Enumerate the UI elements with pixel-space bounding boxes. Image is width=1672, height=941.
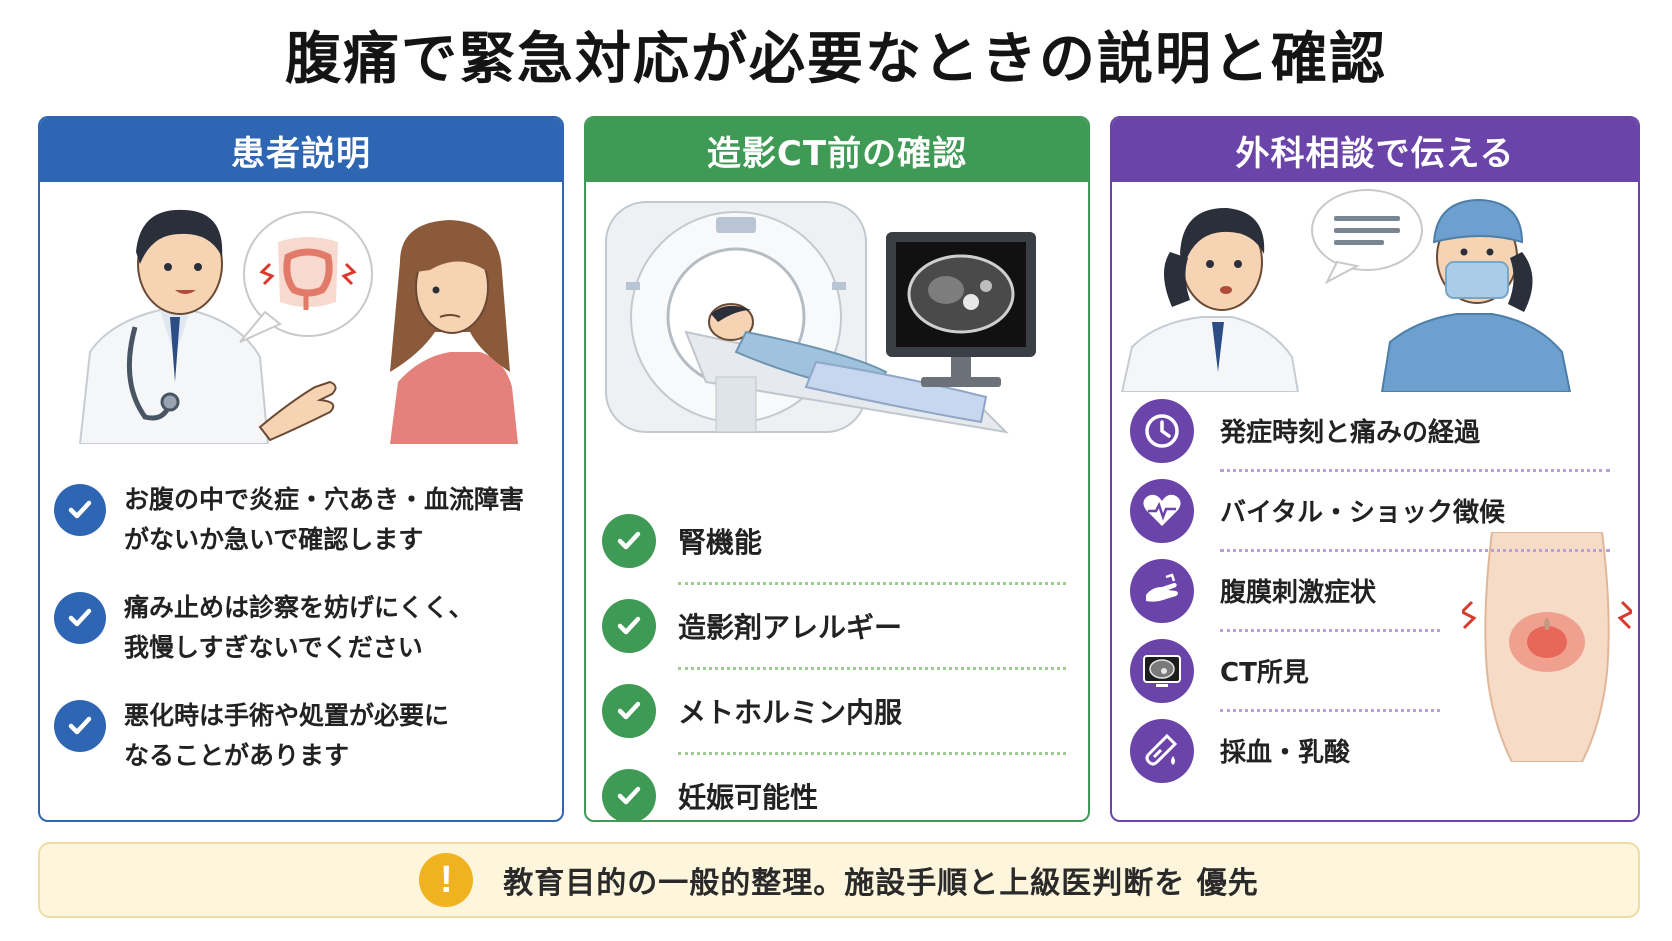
- check-icon: [54, 484, 106, 536]
- divider: [678, 582, 1066, 585]
- list-item: 造影剤アレルギー: [602, 585, 1066, 667]
- phone-consult-illustration: [1120, 189, 1572, 392]
- divider: [1220, 469, 1610, 472]
- panel-ct-check: 造影CT前の確認: [584, 116, 1090, 822]
- panel-patient-explanation: 患者説明: [38, 116, 564, 822]
- check-icon: [54, 592, 106, 644]
- item-label: 妊娠可能性: [678, 781, 819, 814]
- heart-pulse-icon: [1130, 478, 1194, 543]
- doctor-patient-illustration: [78, 209, 518, 444]
- page-title: 腹痛で緊急対応が必要なときの説明と確認: [285, 27, 1387, 92]
- check-icon: [54, 700, 106, 752]
- check-icon: [602, 599, 656, 653]
- list-item: 妊娠可能性: [602, 755, 1066, 820]
- list-item: メトホルミン内服: [602, 670, 1066, 752]
- clock-icon: [1130, 398, 1194, 463]
- hand-abdomen-icon: [1130, 558, 1194, 623]
- divider: [1220, 709, 1440, 712]
- list-item: 腹膜刺激症状: [1130, 552, 1610, 629]
- item-label: 造影剤アレルギー: [678, 611, 903, 644]
- item-label: 腎機能: [678, 526, 763, 559]
- ct-scan-icon: [1130, 638, 1194, 703]
- list-item: 腎機能: [602, 500, 1066, 582]
- divider: [678, 667, 1066, 670]
- blood-tube-icon: [1130, 718, 1194, 783]
- item-text: お腹の中で炎症・穴あき・血流障害 がないか急いで確認します: [124, 485, 525, 554]
- item-text: 痛み止めは診察を妨げにくく、 我慢しすぎないでください: [124, 593, 474, 662]
- ct-scanner-illustration: [605, 201, 1036, 434]
- list-item: CT所見: [1130, 632, 1610, 709]
- divider: [1220, 549, 1610, 552]
- divider: [678, 752, 1066, 755]
- panel-title: 外科相談で伝える: [1112, 118, 1638, 182]
- warning-icon: !: [419, 853, 474, 907]
- item-label: CT所見: [1220, 658, 1309, 688]
- check-icon: [602, 684, 656, 738]
- item-label: 発症時刻と痛みの経過: [1220, 418, 1481, 448]
- list-item: 採血・乳酸: [1130, 712, 1610, 789]
- item-label: 腹膜刺激症状: [1220, 578, 1377, 608]
- check-icon: [602, 769, 656, 820]
- footer-text: 教育目的の一般的整理。施設手順と上級医判断を 優先: [503, 866, 1259, 901]
- item-label: メトホルミン内服: [678, 696, 903, 729]
- abdomen-pain-illustration: [1462, 532, 1632, 762]
- item-text: 悪化時は手術や処置が必要に なることがあります: [124, 701, 450, 770]
- list-item: 悪化時は手術や処置が必要に なることがあります: [54, 696, 548, 776]
- list-item: バイタル・ショック徴候: [1130, 472, 1610, 549]
- check-icon: [602, 514, 656, 568]
- footer-notice: ! 教育目的の一般的整理。施設手順と上級医判断を 優先: [38, 842, 1640, 918]
- list-item: 痛み止めは診察を妨げにくく、 我慢しすぎないでください: [54, 588, 548, 668]
- divider: [1220, 629, 1440, 632]
- list-item: 発症時刻と痛みの経過: [1130, 392, 1610, 469]
- panel-surgical-consult: 外科相談で伝える: [1110, 116, 1640, 822]
- list-item: お腹の中で炎症・穴あき・血流障害 がないか急いで確認します: [54, 480, 548, 560]
- panel-title: 患者説明: [40, 118, 562, 182]
- item-label: 採血・乳酸: [1220, 738, 1351, 768]
- panel-title: 造影CT前の確認: [586, 118, 1088, 182]
- item-label: バイタル・ショック徴候: [1220, 498, 1505, 528]
